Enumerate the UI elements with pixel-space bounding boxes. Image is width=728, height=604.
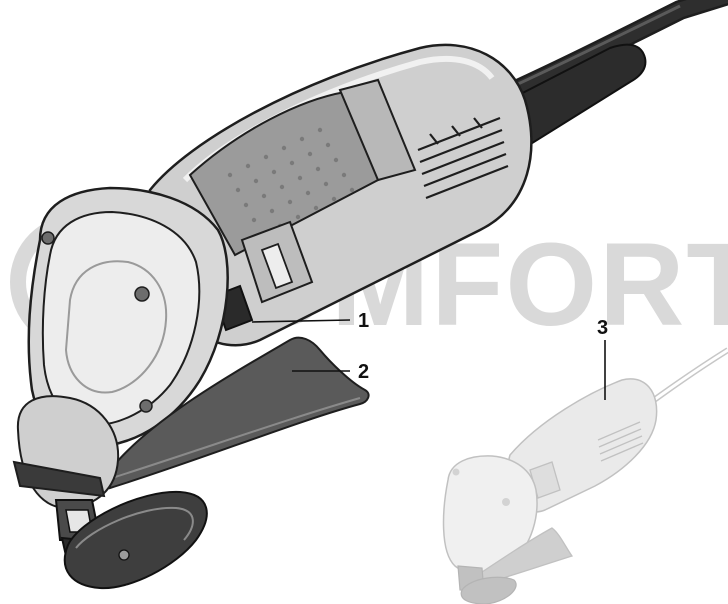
vent-slots bbox=[417, 116, 509, 200]
callout-leaders bbox=[251, 319, 351, 372]
callout-label-2: 2 bbox=[358, 361, 369, 383]
foot-plate bbox=[63, 490, 208, 590]
screw-icon bbox=[139, 399, 153, 413]
gear-head-contour bbox=[64, 260, 168, 394]
screw-icon bbox=[118, 549, 130, 561]
grip-texture bbox=[227, 127, 355, 238]
chip-deflector bbox=[109, 336, 370, 490]
chip-deflector-edge bbox=[111, 397, 361, 479]
power-cord bbox=[495, 0, 728, 105]
main-tool-illustration bbox=[12, 0, 728, 590]
screw-icon bbox=[134, 286, 150, 302]
callout-leader-1 bbox=[251, 319, 351, 323]
screw-icon bbox=[41, 231, 55, 245]
shear-base bbox=[12, 460, 106, 498]
housing-band bbox=[338, 78, 417, 182]
small-tool-illustration bbox=[442, 347, 728, 604]
callout-label-1: 1 bbox=[358, 310, 369, 332]
gear-head-face bbox=[41, 210, 201, 427]
callout-label-3: 3 bbox=[597, 317, 608, 339]
